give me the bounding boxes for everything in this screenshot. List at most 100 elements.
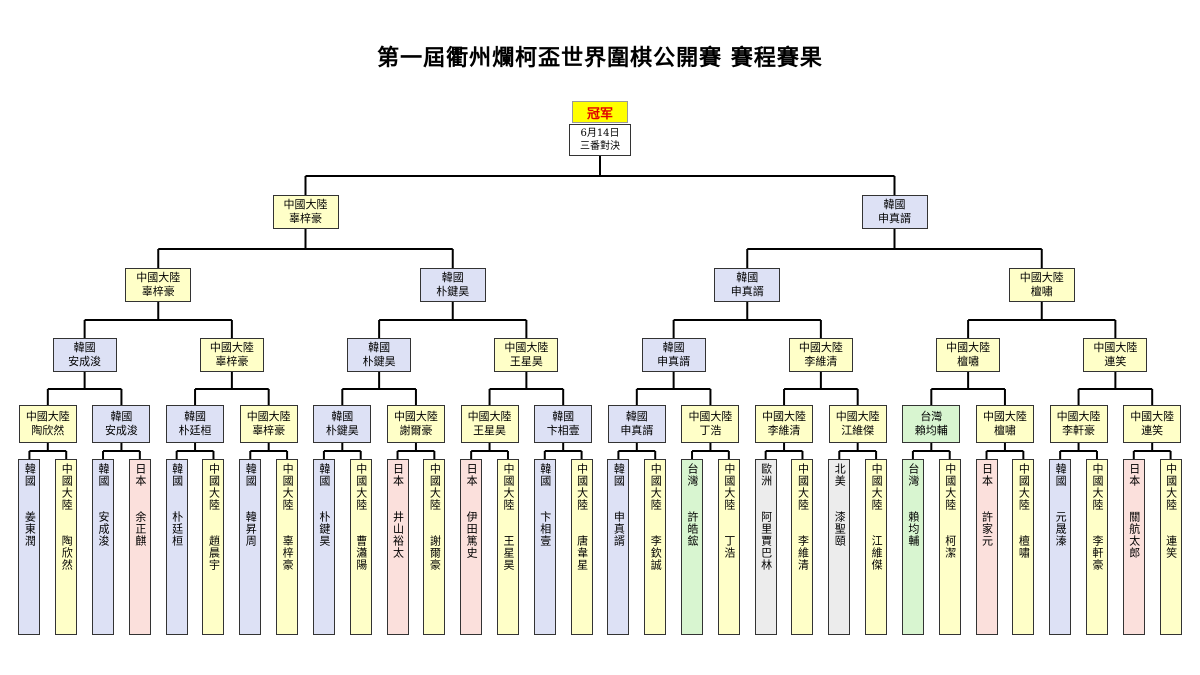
player-region: 韓國 — [662, 341, 685, 354]
round-of-32-player-box: 韓國安成浚 — [92, 459, 115, 635]
round-of-32-player-box: 中國大陸陶欣然 — [55, 459, 78, 635]
player-region: 中國大陸 — [943, 463, 957, 511]
round-of-32-player-box: 中國大陸辜梓豪 — [276, 459, 299, 635]
player-name: 辜梓豪 — [215, 355, 249, 368]
player-name: 江維傑 — [841, 424, 875, 437]
player-region: 韓國 — [368, 341, 391, 354]
player-name: 朴鍵昊 — [436, 285, 470, 298]
player-region: 北美 — [833, 463, 847, 487]
round-of-16-player-box: 韓國朴鍵昊 — [313, 405, 372, 443]
player-name: 檀嘯 — [1030, 285, 1053, 298]
player-name: 朴鍵昊 — [317, 511, 331, 547]
player-name: 江維傑 — [870, 535, 884, 571]
player-name: 關航太郎 — [1127, 511, 1141, 559]
player-name: 賴均輔 — [914, 424, 948, 437]
player-name: 辜梓豪 — [252, 424, 286, 437]
round-of-32-player-box: 台灣賴均輔 — [901, 459, 924, 635]
round-of-32-player-box: 中國大陸唐韋星 — [570, 459, 593, 635]
player-name: 檀嘯 — [1017, 535, 1031, 559]
player-region: 台灣 — [920, 410, 943, 423]
round-of-16-player-box: 中國大陸檀嘯 — [975, 405, 1034, 443]
player-region: 韓國 — [73, 341, 96, 354]
round-of-32-player-box: 日本關航太郎 — [1122, 459, 1145, 635]
player-name: 柯潔 — [943, 535, 957, 559]
round-of-32-player-box: 台灣許皓鋐 — [681, 459, 704, 635]
round-of-32-player-box: 中國大陸丁浩 — [717, 459, 740, 635]
round-of-16-player-box: 韓國卞相壹 — [534, 405, 593, 443]
player-region: 韓國 — [110, 410, 133, 423]
round-of-16-player-box: 台灣賴均輔 — [902, 405, 961, 443]
player-name: 辜梓豪 — [281, 535, 295, 571]
player-name: 井山裕太 — [391, 511, 405, 559]
round-of-32-player-box: 日本余正麒 — [128, 459, 151, 635]
page-title: 第一屆衢州爛柯盃世界圍棋公開賽 賽程賽果 — [377, 45, 823, 71]
round-of-32-player-box: 韓國元晟溱 — [1049, 459, 1072, 635]
round-of-32-player-box: 歐洲阿里賈巴林 — [754, 459, 777, 635]
player-region: 中國大陸 — [283, 198, 328, 211]
player-name: 伊田篤史 — [465, 511, 479, 559]
player-region: 韓國 — [625, 410, 648, 423]
player-name: 安成浚 — [68, 355, 102, 368]
player-name: 趙晨宇 — [207, 535, 221, 571]
player-region: 中國大陸 — [354, 463, 368, 511]
player-region: 中國大陸 — [393, 410, 438, 423]
round-of-32-player-box: 日本井山裕太 — [386, 459, 409, 635]
quarterfinals-player-box: 中國大陸李維清 — [788, 338, 853, 372]
player-region: 歐洲 — [759, 463, 773, 487]
player-name: 李維清 — [796, 535, 810, 571]
player-region: 韓國 — [538, 463, 552, 487]
player-region: 中國大陸 — [762, 410, 807, 423]
player-region: 韓國 — [331, 410, 354, 423]
player-name: 安成浚 — [104, 424, 138, 437]
player-name: 丁浩 — [699, 424, 722, 437]
player-region: 中國大陸 — [467, 410, 512, 423]
round-of-32-player-box: 韓國韓昇周 — [239, 459, 262, 635]
player-name: 唐韋星 — [575, 535, 589, 571]
semifinals-player-box: 中國大陸檀嘯 — [1008, 268, 1075, 302]
player-name: 姜東潤 — [23, 511, 37, 547]
player-name: 申真諝 — [878, 212, 911, 225]
quarterfinals-player-box: 韓國安成浚 — [52, 338, 117, 372]
player-region: 中國大陸 — [649, 463, 663, 511]
player-region: 中國大陸 — [246, 410, 291, 423]
player-name: 王星昊 — [473, 424, 507, 437]
round-of-32-player-box: 韓國朴廷桓 — [165, 459, 188, 635]
round-of-16-player-box: 中國大陸王星昊 — [460, 405, 519, 443]
player-name: 丁浩 — [722, 535, 736, 559]
round-of-16-player-box: 韓國朴廷桓 — [166, 405, 225, 443]
player-name: 元晟溱 — [1054, 511, 1068, 547]
player-region: 中國大陸 — [504, 341, 549, 354]
player-region: 韓國 — [317, 463, 331, 487]
player-name: 朴鍵昊 — [362, 355, 396, 368]
round-of-32-player-box: 中國大陸李欽誠 — [644, 459, 667, 635]
round-of-32-player-box: 韓國姜東潤 — [18, 459, 41, 635]
player-name: 連笑 — [1141, 424, 1164, 437]
player-region: 韓國 — [552, 410, 575, 423]
round-of-16-player-box: 韓國安成浚 — [92, 405, 151, 443]
player-name: 陶欣然 — [60, 535, 74, 571]
round-of-32-player-box: 中國大陸江維傑 — [865, 459, 888, 635]
round-of-16-player-box: 中國大陸謝爾豪 — [386, 405, 445, 443]
quarterfinals-player-box: 韓國申真諝 — [641, 338, 706, 372]
player-region: 中國大陸 — [1164, 463, 1178, 511]
player-region: 中國大陸 — [870, 463, 884, 511]
round-of-16-player-box: 中國大陸李軒豪 — [1049, 405, 1108, 443]
player-region: 韓國 — [441, 271, 464, 284]
player-region: 中國大陸 — [1017, 463, 1031, 511]
player-region: 韓國 — [170, 463, 184, 487]
player-name: 朴鍵昊 — [325, 424, 359, 437]
player-name: 許家元 — [980, 511, 994, 547]
player-name: 王星昊 — [501, 535, 515, 571]
player-region: 中國大陸 — [835, 410, 880, 423]
round-of-32-player-box: 韓國申真諝 — [607, 459, 630, 635]
round-of-32-player-box: 中國大陸謝爾豪 — [423, 459, 446, 635]
player-region: 中國大陸 — [1093, 341, 1138, 354]
quarterfinals-player-box: 中國大陸連笑 — [1083, 338, 1148, 372]
round-of-32-player-box: 中國大陸李軒豪 — [1085, 459, 1108, 635]
finalists-player-box: 韓國申真諝 — [861, 195, 928, 229]
player-name: 李欽誠 — [649, 535, 663, 571]
player-name: 曹瀟陽 — [354, 535, 368, 571]
player-region: 中國大陸 — [946, 341, 991, 354]
player-name: 檀嘯 — [993, 424, 1016, 437]
